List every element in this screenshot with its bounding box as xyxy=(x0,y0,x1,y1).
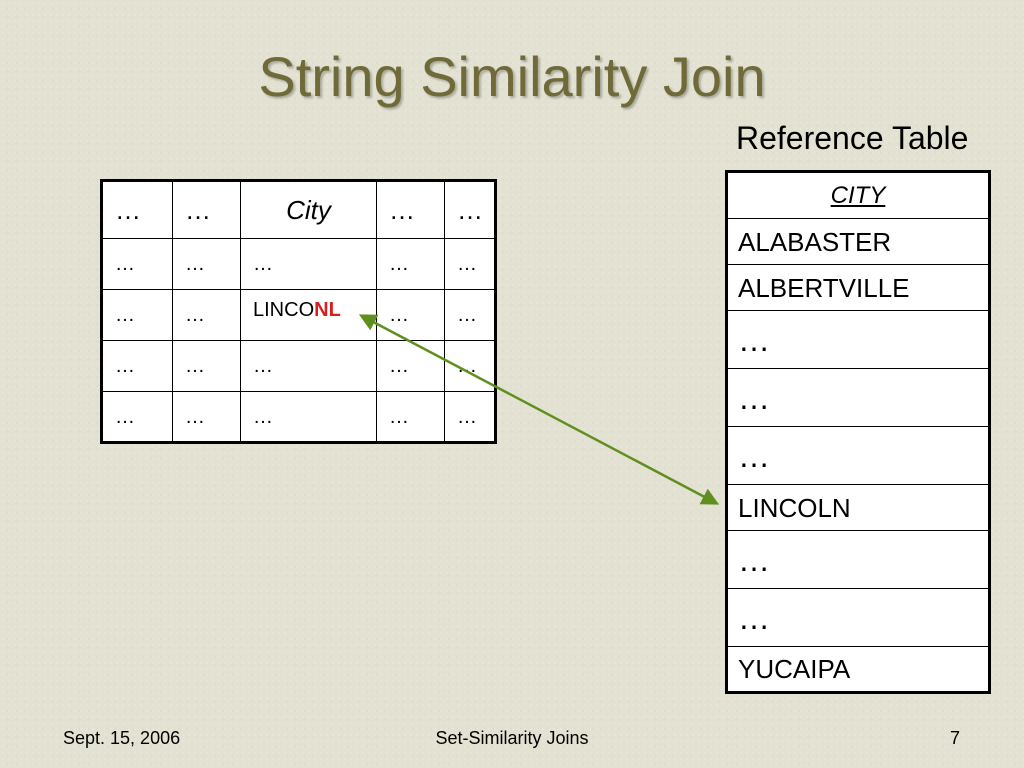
reference-city-cell: … xyxy=(726,426,990,485)
table-cell: … xyxy=(376,289,445,341)
table-cell: … xyxy=(101,340,173,392)
table-cell: … xyxy=(101,391,173,443)
table-cell: … xyxy=(101,289,173,341)
table-cell: … xyxy=(172,391,241,443)
data-table: … … City … … … … … … … … … LINCONL … … …… xyxy=(100,179,497,444)
reference-city-cell: … xyxy=(726,368,990,427)
table-cell: … xyxy=(101,238,173,290)
table-row: LINCOLN xyxy=(726,484,990,531)
reference-city-cell: … xyxy=(726,310,990,369)
table-row: … xyxy=(726,426,990,485)
table-cell: … xyxy=(444,180,496,239)
page-number: 7 xyxy=(950,728,961,748)
table-cell: … xyxy=(444,238,496,290)
mistyped-city-cell: LINCONL xyxy=(240,289,377,341)
table-cell: … xyxy=(376,340,445,392)
table-cell: … xyxy=(444,289,496,341)
table-row: … … City … … xyxy=(101,180,496,239)
table-row: ALBERTVILLE xyxy=(726,264,990,311)
table-row: … … … … … xyxy=(101,238,496,290)
table-cell: … xyxy=(172,340,241,392)
table-row: … … … … … xyxy=(101,340,496,392)
table-cell: … xyxy=(376,238,445,290)
reference-table-header: CITY xyxy=(726,171,990,219)
mistyped-city-prefix: LINCO xyxy=(253,299,315,321)
table-cell: … xyxy=(172,180,241,239)
table-row: … xyxy=(726,368,990,427)
table-cell: … xyxy=(240,238,377,290)
table-cell: … xyxy=(172,289,241,341)
reference-city-cell: ALABASTER xyxy=(726,218,990,265)
table-row: YUCAIPA xyxy=(726,646,990,693)
table-row: … xyxy=(726,310,990,369)
city-column-header: City xyxy=(240,180,377,239)
table-cell: … xyxy=(101,180,173,239)
table-cell: … xyxy=(240,340,377,392)
footer-date: Sept. 15, 2006 xyxy=(63,728,181,748)
table-row: ALABASTER xyxy=(726,218,990,265)
table-cell: … xyxy=(376,391,445,443)
reference-table: CITY ALABASTER ALBERTVILLE … … … LINCOLN… xyxy=(725,170,991,694)
table-cell: … xyxy=(240,391,377,443)
table-row: … … … … … xyxy=(101,391,496,443)
reference-city-cell: ALBERTVILLE xyxy=(726,264,990,311)
table-row: … xyxy=(726,588,990,647)
reference-city-cell: … xyxy=(726,530,990,589)
table-cell: … xyxy=(172,238,241,290)
table-cell: … xyxy=(376,180,445,239)
reference-table-caption: Reference Table xyxy=(736,120,969,156)
table-cell: … xyxy=(444,391,496,443)
slide-title: String Similarity Join xyxy=(258,45,766,108)
table-cell: … xyxy=(444,340,496,392)
table-row: … xyxy=(726,530,990,589)
table-row: CITY xyxy=(726,171,990,219)
footer-title: Set-Similarity Joins xyxy=(435,728,589,748)
reference-city-cell-match: LINCOLN xyxy=(726,484,990,531)
reference-city-cell: … xyxy=(726,588,990,647)
table-row: … … LINCONL … … xyxy=(101,289,496,341)
mistyped-city-highlight: NL xyxy=(314,299,341,321)
reference-city-cell: YUCAIPA xyxy=(726,646,990,693)
